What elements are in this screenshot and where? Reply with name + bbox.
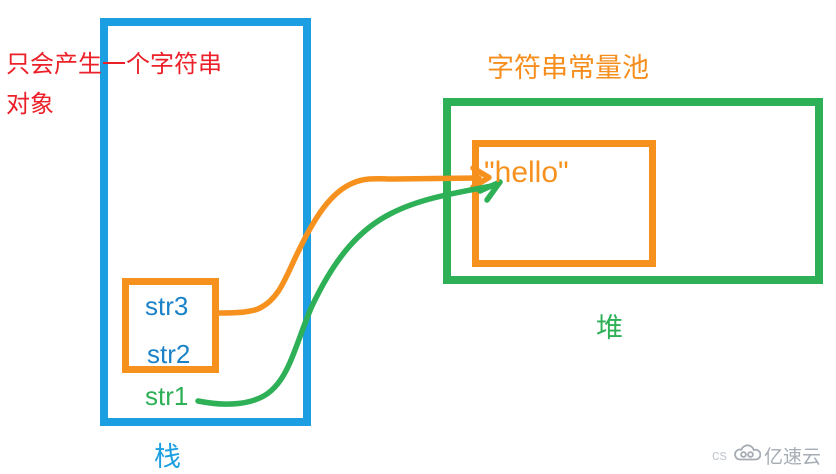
heap-label: 堆 [596,313,623,343]
annotation-text-line1: 只会产生一个字符串 [6,51,222,78]
watermark: cs 亿速云 [712,440,836,470]
watermark-brand: 亿速云 [764,446,822,468]
watermark-prefix: cs [712,446,727,464]
string-pool-title: 字符串常量池 [487,53,649,83]
var-str1: str1 [145,381,189,411]
stack-label: 栈 [154,442,181,472]
cloud-icon [734,442,762,468]
annotation-text-line2: 对象 [6,91,54,118]
var-str2: str2 [147,339,191,369]
var-str3: str3 [145,291,189,321]
hello-value: "hello" [484,156,569,189]
